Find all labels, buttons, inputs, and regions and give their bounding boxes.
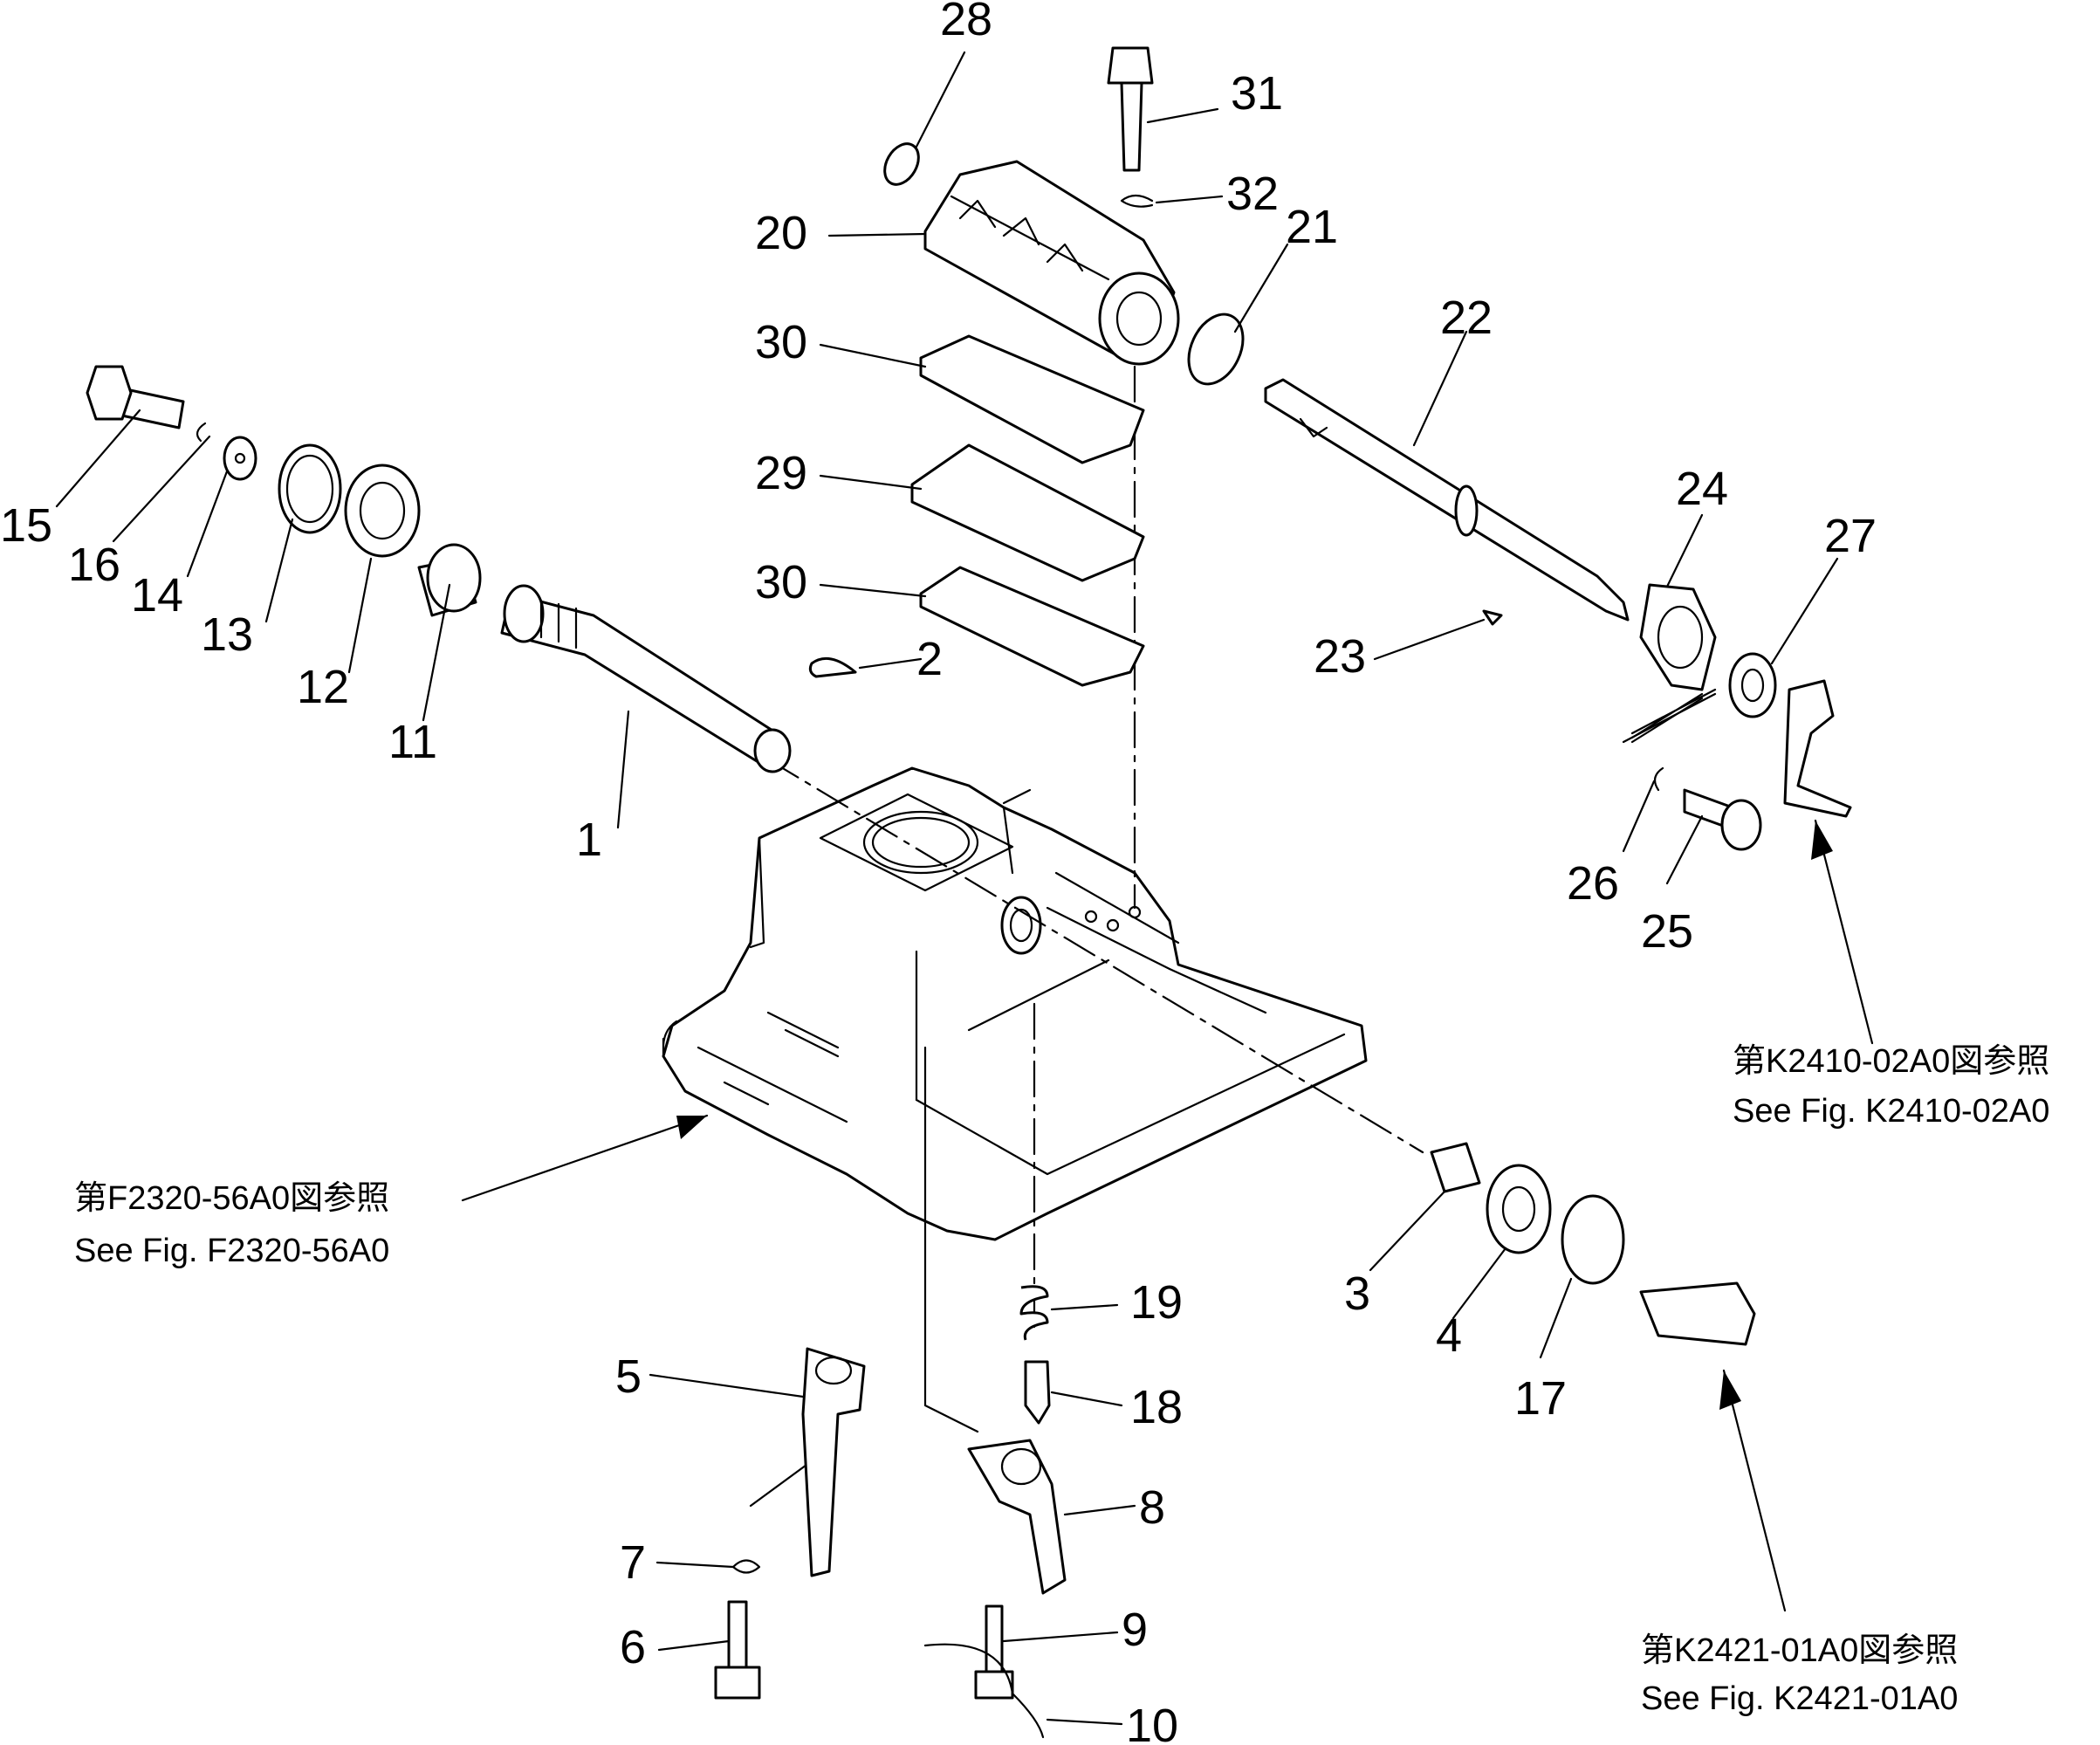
housing — [662, 766, 1368, 1241]
callout-1: 1 — [576, 814, 602, 866]
callout-10: 10 — [1126, 1700, 1178, 1745]
spring-part-19 — [1019, 1285, 1049, 1341]
ref-f2320-jp: 第F2320-56A0図参照 — [74, 1180, 389, 1217]
ref-k2410-jp: 第K2410-02A0図参照 — [1733, 1043, 2049, 1080]
bolt-part-25 — [1683, 788, 1762, 851]
callout-14: 14 — [131, 569, 183, 622]
o-ring-part-21 — [1187, 313, 1245, 386]
callout-24: 24 — [1676, 463, 1728, 515]
callout-3: 3 — [1344, 1268, 1370, 1320]
lever-part-8 — [967, 1439, 1067, 1595]
key-part-23 — [1482, 609, 1503, 626]
gasket-part-30-lower — [919, 566, 1145, 687]
callout-23: 23 — [1314, 630, 1366, 683]
callout-9: 9 — [1122, 1604, 1148, 1656]
flange-part-24 — [1639, 583, 1717, 691]
gasket-part-30-upper — [919, 334, 1145, 464]
callout-30-upper: 30 — [755, 316, 807, 368]
washer-part-7 — [731, 1559, 761, 1574]
washer-part-32 — [1120, 194, 1154, 208]
leader-lines — [55, 51, 1874, 1726]
callout-13: 13 — [201, 608, 253, 661]
plate-part-29 — [910, 443, 1145, 582]
callout-21: 21 — [1286, 201, 1338, 253]
plunger-part-18 — [1024, 1360, 1051, 1425]
valve-body-part-20 — [923, 160, 1180, 366]
shaft-part-22 — [1264, 378, 1630, 622]
callout-17: 17 — [1514, 1372, 1567, 1425]
seal-part-27-inner — [1740, 668, 1765, 703]
callout-16: 16 — [68, 539, 120, 591]
bolt-part-31 — [1107, 46, 1154, 172]
wire-part-10 — [923, 1643, 1045, 1739]
callout-29: 29 — [755, 447, 807, 499]
bolt-part-6 — [714, 1600, 761, 1700]
o-ring-part-28 — [883, 142, 920, 186]
callout-2: 2 — [916, 633, 943, 685]
lever-part-5 — [801, 1347, 866, 1577]
bushing-part-3 — [1430, 1142, 1481, 1193]
bearing-part-4-inner — [1501, 1185, 1536, 1233]
ref-k2421-jp: 第K2421-01A0図参照 — [1641, 1632, 1958, 1669]
reference-notes: 第F2320-56A0図参照 See Fig. F2320-56A0 第K241… — [74, 1043, 2049, 1717]
washer-part-26 — [1653, 766, 1664, 792]
callout-22: 22 — [1440, 292, 1493, 344]
callout-8: 8 — [1139, 1481, 1165, 1534]
callout-30-lower: 30 — [755, 556, 807, 608]
callout-labels: 28 31 32 21 20 22 30 29 30 24 27 2 23 15… — [0, 0, 1877, 1745]
callout-15: 15 — [0, 499, 52, 552]
callout-12: 12 — [297, 661, 349, 713]
lever-ref-k2410 — [1783, 679, 1852, 818]
bolt-part-9 — [974, 1604, 1014, 1700]
callout-19: 19 — [1130, 1276, 1183, 1329]
ref-k2421-en: See Fig. K2421-01A0 — [1641, 1680, 1958, 1717]
callout-31: 31 — [1231, 67, 1283, 120]
ref-k2410-en: See Fig. K2410-02A0 — [1733, 1093, 2049, 1130]
callout-4: 4 — [1436, 1309, 1462, 1362]
callout-11: 11 — [388, 716, 437, 768]
ref-f2320-en: See Fig. F2320-56A0 — [74, 1233, 389, 1269]
callout-18: 18 — [1130, 1381, 1183, 1433]
callout-7: 7 — [620, 1536, 646, 1589]
callout-6: 6 — [620, 1621, 646, 1673]
callout-32: 32 — [1226, 168, 1279, 220]
callout-26: 26 — [1567, 857, 1619, 910]
shaft-part-1 — [500, 584, 792, 773]
washer-part-17 — [1561, 1194, 1625, 1285]
callout-25: 25 — [1641, 905, 1693, 958]
seal-part-27 — [1728, 652, 1777, 718]
part-ref-k2421 — [1639, 1281, 1756, 1346]
callout-28: 28 — [940, 0, 992, 45]
callout-5: 5 — [615, 1350, 642, 1403]
callout-27: 27 — [1824, 510, 1877, 562]
callout-20: 20 — [755, 207, 807, 259]
bearing-part-4 — [1486, 1164, 1552, 1254]
key-part-2 — [808, 656, 857, 678]
bearing-stack-left — [86, 365, 482, 617]
